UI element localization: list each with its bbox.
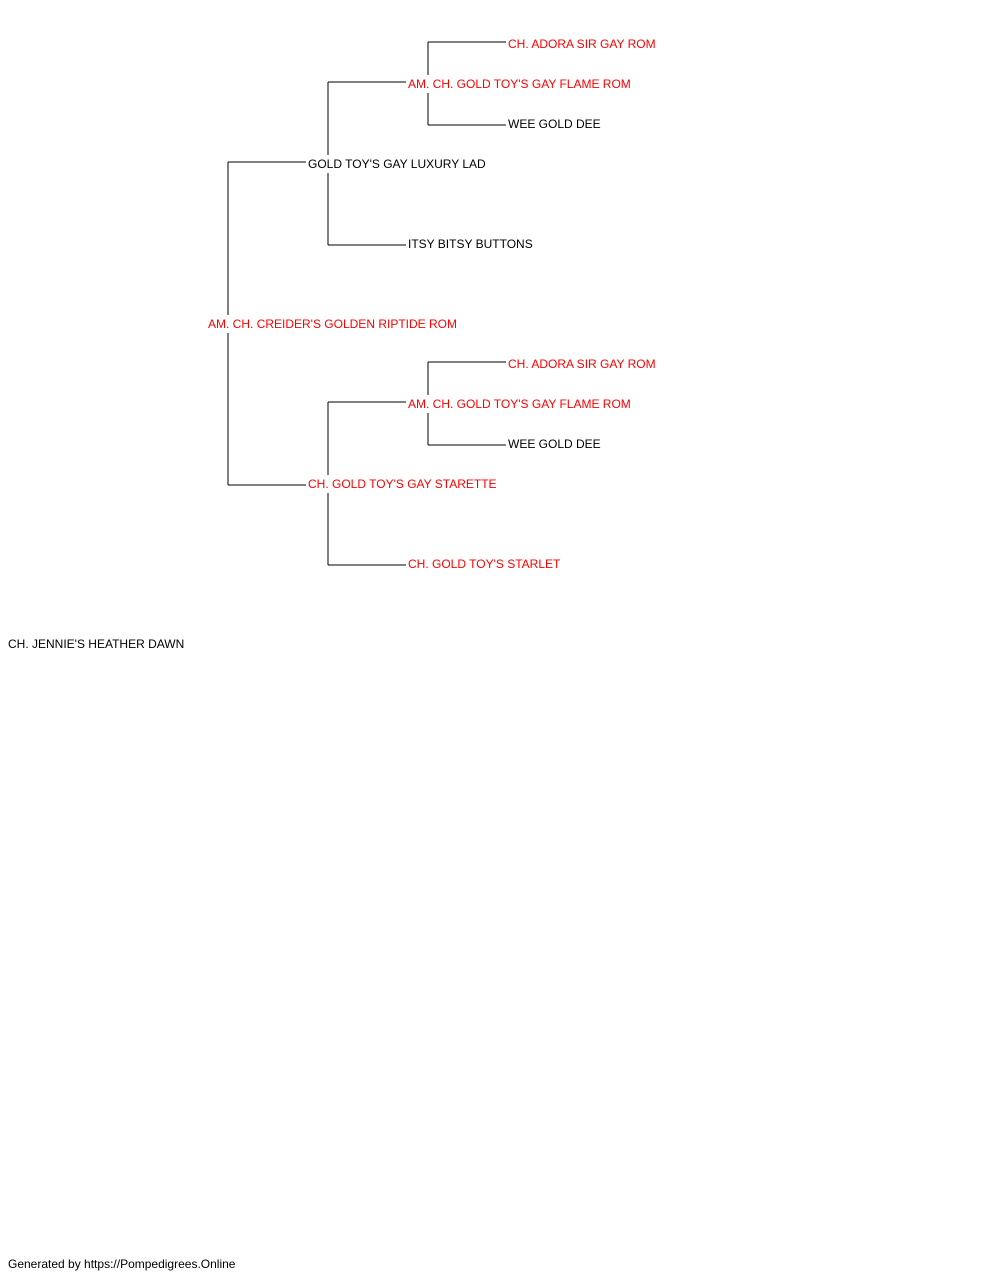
pedigree-entry-sire-sire[interactable]: GOLD TOY'S GAY LUXURY LAD	[308, 157, 486, 171]
pedigree-connector-lines	[227, 41, 506, 566]
pedigree-entry-sire[interactable]: AM. CH. CREIDER'S GOLDEN RIPTIDE ROM	[208, 317, 457, 331]
pedigree-entry-sire-dam-sire-dam[interactable]: WEE GOLD DEE	[508, 437, 601, 451]
pedigree-entry-sire-dam-dam[interactable]: CH. GOLD TOY'S STARLET	[408, 557, 561, 571]
pedigree-entry-sire-sire-sire[interactable]: AM. CH. GOLD TOY'S GAY FLAME ROM	[408, 77, 631, 91]
pedigree-subject-name[interactable]: CH. JENNIE'S HEATHER DAWN	[8, 637, 185, 651]
pedigree-entry-sire-dam-sire-sire[interactable]: CH. ADORA SIR GAY ROM	[508, 357, 656, 371]
pedigree-entry-sire-dam[interactable]: CH. GOLD TOY'S GAY STARETTE	[308, 477, 497, 491]
pedigree-entry-sire-sire-sire-sire[interactable]: CH. ADORA SIR GAY ROM	[508, 37, 656, 51]
pedigree-entry-sire-sire-sire-dam[interactable]: WEE GOLD DEE	[508, 117, 601, 131]
pedigree-entry-sire-sire-dam[interactable]: ITSY BITSY BUTTONS	[408, 237, 533, 251]
generated-by-footer: Generated by https://Pompedigrees.Online	[8, 1257, 236, 1271]
pedigree-entry-sire-dam-sire[interactable]: AM. CH. GOLD TOY'S GAY FLAME ROM	[408, 397, 631, 411]
